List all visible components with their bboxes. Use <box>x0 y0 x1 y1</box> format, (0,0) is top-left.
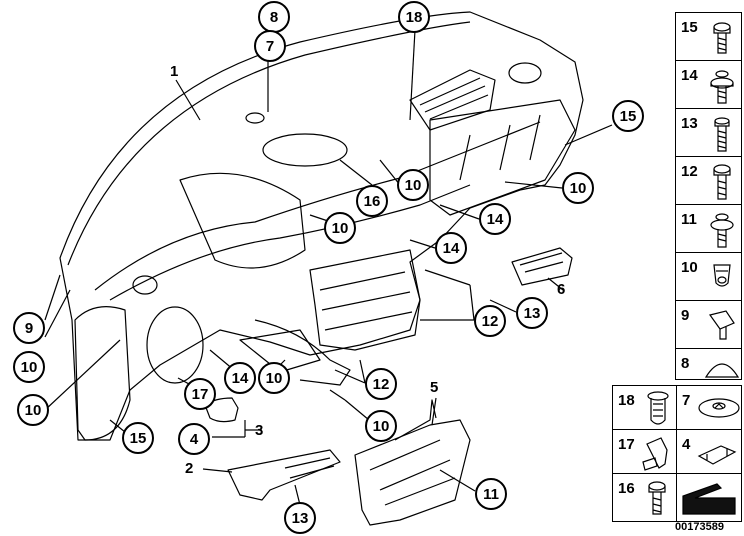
bolt-icon <box>648 481 666 515</box>
legend-cell-4: 4 <box>676 429 742 474</box>
spring-nut-icon <box>708 310 735 340</box>
glovebox-11 <box>354 419 471 526</box>
grommet-icon <box>698 398 740 418</box>
legend-cell-12: 12 <box>675 156 742 205</box>
legend-number: 17 <box>618 436 635 453</box>
callout-12-right: 12 <box>474 305 506 337</box>
clip-nut-icon <box>713 264 731 287</box>
label-6: 6 <box>557 281 566 298</box>
label-2: 2 <box>185 460 194 477</box>
callout-13-bottom: 13 <box>284 502 316 534</box>
legend-number: 9 <box>681 307 690 324</box>
clamp-icon <box>697 445 737 465</box>
dashboard-inner-edge <box>109 184 471 301</box>
callout-14-mid: 14 <box>435 232 467 264</box>
callout-14-left: 14 <box>224 362 256 394</box>
callout-13-right: 13 <box>516 297 548 329</box>
vent-left <box>132 275 158 295</box>
legend-number: 11 <box>681 211 697 228</box>
callout-15-top: 15 <box>612 100 644 132</box>
legend-cell-13: 13 <box>675 108 742 157</box>
callout-11: 11 <box>475 478 507 510</box>
tray-2 <box>227 449 341 501</box>
bracket-6 <box>511 247 573 286</box>
legend-number: 7 <box>682 392 691 409</box>
screw-washer-icon <box>710 70 734 104</box>
legend-number: 13 <box>681 115 698 132</box>
callout-18: 18 <box>398 1 430 33</box>
legend-number: 15 <box>681 19 698 36</box>
expanding-rivet-icon <box>647 391 669 425</box>
legend-cell-9: 9 <box>675 300 742 349</box>
legend-cell-18: 18 <box>612 385 677 430</box>
legend-number: 8 <box>681 355 690 372</box>
callout-10-left: 10 <box>13 351 45 383</box>
center-carrier <box>309 249 421 351</box>
label-1: 1 <box>170 63 179 80</box>
screw-washer-icon <box>710 213 734 248</box>
callout-17: 17 <box>184 378 216 410</box>
legend-number: 12 <box>681 163 698 180</box>
callout-14-right: 14 <box>479 203 511 235</box>
right-cross-member <box>429 99 576 216</box>
gauge-opening <box>146 306 204 384</box>
callout-10-low: 10 <box>258 362 290 394</box>
callout-8: 8 <box>258 1 290 33</box>
callout-12-low: 12 <box>365 368 397 400</box>
screw-icon <box>714 117 730 152</box>
legend-cell-10: 10 <box>675 252 742 301</box>
callout-10-center: 10 <box>397 169 429 201</box>
label-5: 5 <box>430 379 439 396</box>
callout-15-left: 15 <box>122 422 154 454</box>
callout-9: 9 <box>13 312 45 344</box>
legend-number: 18 <box>618 392 635 409</box>
speaker-hole <box>245 112 265 124</box>
vent-center <box>262 133 348 167</box>
callout-10-bottom: 10 <box>365 410 397 442</box>
part-5 <box>394 399 437 441</box>
callout-4: 4 <box>178 423 210 455</box>
callout-7: 7 <box>254 30 286 62</box>
legend-cell-15: 15 <box>675 12 742 61</box>
cap-plug-icon <box>704 363 740 378</box>
cable-clip-icon <box>642 437 668 471</box>
callout-16: 16 <box>356 185 388 217</box>
left-end-cap <box>74 306 131 441</box>
legend-cell-7: 7 <box>676 385 742 430</box>
legend-number: 14 <box>681 67 698 84</box>
callout-10-right: 10 <box>562 172 594 204</box>
callout-10-leftlow: 10 <box>17 394 49 426</box>
callout-10-mid: 10 <box>324 212 356 244</box>
vent-right <box>508 62 542 84</box>
legend-cell-17: 17 <box>612 429 677 474</box>
legend-number: 10 <box>681 259 698 276</box>
duct-left <box>179 172 306 269</box>
legend-cell-11: 11 <box>675 204 742 253</box>
legend-cell-16: 16 <box>612 473 677 522</box>
legend-cell-14: 14 <box>675 60 742 109</box>
defrost-grill <box>409 69 496 131</box>
shim-arrow-icon <box>682 483 736 515</box>
label-3: 3 <box>255 422 264 439</box>
legend-cell-8: 8 <box>675 348 742 380</box>
screw-icon <box>713 22 731 54</box>
legend-cell-arrow <box>676 473 742 522</box>
legend-number: 16 <box>618 480 635 497</box>
screw-icon <box>713 164 731 200</box>
legend-number: 4 <box>682 436 691 453</box>
part-reference-number: 00173589 <box>675 521 724 533</box>
